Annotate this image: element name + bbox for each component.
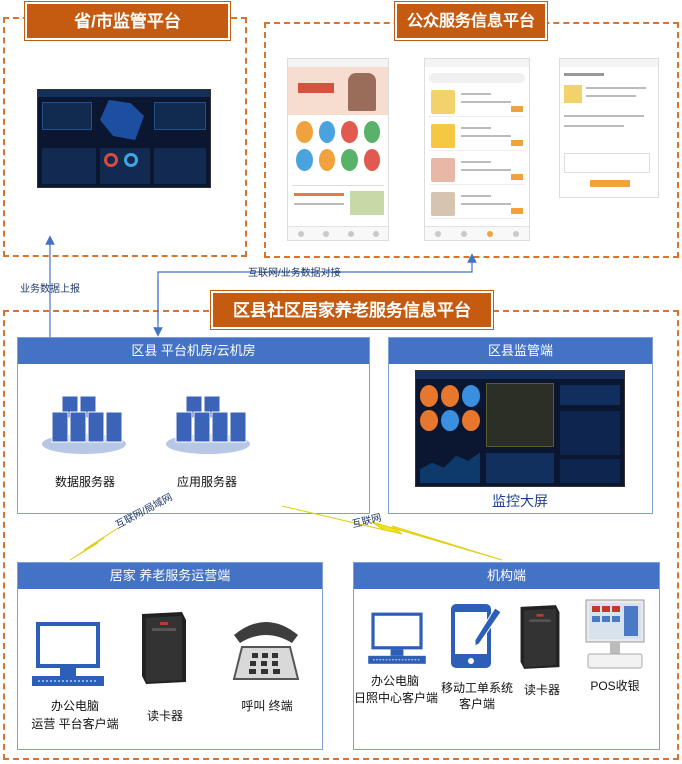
bolt-to-institution [281, 505, 503, 561]
office-pc-label-1: 办公电脑 [50, 699, 99, 713]
app-service-list-screenshot [424, 58, 530, 241]
monitor-screen-label: 监控大屏 [492, 493, 548, 509]
office-pc-icon [32, 622, 104, 686]
mobile-label-1: 移动工单系统 [440, 681, 513, 695]
institution-card-reader-icon [520, 605, 560, 669]
institution-pc-icon [368, 612, 426, 664]
data-server-label: 数据服务器 [54, 475, 115, 489]
card-reader-label-op: 读卡器 [146, 709, 183, 723]
bolt-to-operation [69, 527, 119, 561]
app-home-screenshot [287, 58, 389, 241]
phone-terminal-icon [232, 622, 300, 680]
data-server-icon [42, 395, 126, 454]
institution-pc-label-1: 办公电脑 [370, 674, 419, 688]
district-platform-title: 区县社区居家养老服务信息平台 [211, 291, 493, 329]
office-pc-label-2: 运营 平台客户端 [31, 717, 119, 731]
card-reader-icon [142, 612, 186, 684]
mobile-label-2: 客户端 [458, 697, 495, 711]
institution-pc-label-2: 日照中心客户端 [353, 691, 438, 705]
district-monitor-header: 区县监管端 [389, 338, 652, 364]
mobile-device-icon [451, 604, 502, 668]
province-dashboard-screenshot [37, 89, 211, 188]
app-server-label: 应用服务器 [176, 475, 237, 489]
call-terminal-label: 呼叫 终端 [241, 699, 293, 713]
pos-terminal-icon [585, 599, 645, 669]
card-reader-label-inst: 读卡器 [523, 683, 560, 697]
public-platform-title: 公众服务信息平台 [395, 2, 547, 40]
operation-side-header: 居家 养老服务运营端 [18, 563, 322, 589]
monitor-dashboard-screenshot [415, 370, 625, 487]
institution-side-header: 机构端 [354, 563, 659, 589]
province-platform-title: 省/市监管平台 [25, 2, 230, 40]
app-order-detail-screenshot [559, 58, 659, 198]
business-report-label: 业务数据上报 [20, 284, 80, 295]
server-room-header: 区县 平台机房/云机房 [18, 338, 369, 364]
internet-docking-label: 互联网/业务数据对接 [248, 268, 341, 279]
pos-label: POS收银 [590, 679, 640, 693]
app-server-icon [166, 395, 250, 454]
